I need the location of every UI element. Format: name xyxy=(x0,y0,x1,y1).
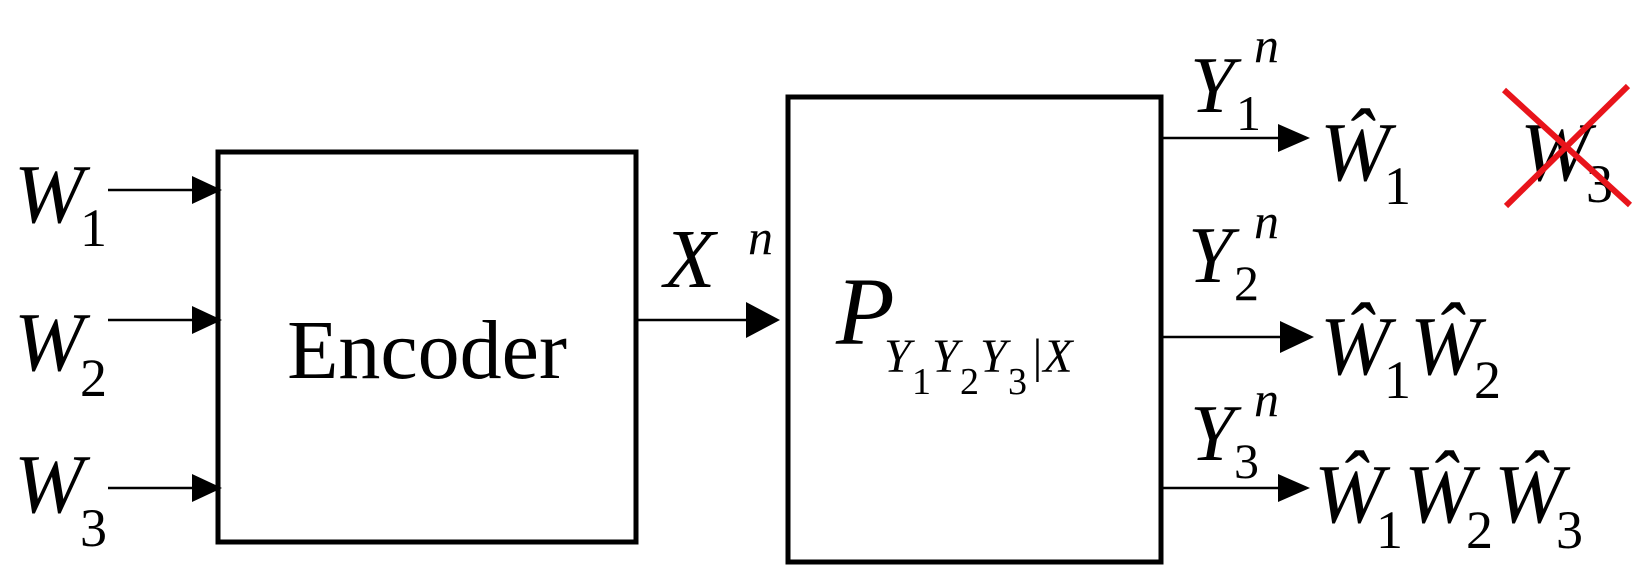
svg-text:|X: |X xyxy=(1030,330,1074,383)
input-w3: W 3 xyxy=(14,438,107,558)
svg-text:3: 3 xyxy=(80,498,107,558)
svg-text:3: 3 xyxy=(1234,433,1259,489)
svg-text:n: n xyxy=(748,209,773,265)
encoder-label: Encoder xyxy=(287,304,567,397)
svg-text:Y: Y xyxy=(932,330,963,383)
svg-text:2: 2 xyxy=(80,348,107,408)
svg-text:Y: Y xyxy=(884,330,915,383)
arrow-y2 xyxy=(1163,321,1314,353)
input-w1: W 1 xyxy=(14,148,107,258)
svg-text:X: X xyxy=(661,213,719,306)
svg-text:W: W xyxy=(14,148,91,241)
svg-text:n: n xyxy=(1254,193,1279,249)
svg-text:W: W xyxy=(14,438,91,531)
svg-text:P: P xyxy=(835,258,895,365)
input-arrows xyxy=(108,176,222,502)
svg-text:1: 1 xyxy=(1236,85,1261,141)
output-y2-label: Y 2 n xyxy=(1188,193,1279,311)
svg-text:Ŵ: Ŵ xyxy=(1410,300,1487,393)
channel-label: P Y 1 Y 2 Y 3 |X xyxy=(835,258,1074,403)
output-y1-label: Y 1 n xyxy=(1190,17,1279,141)
arrowhead-w2 xyxy=(192,306,222,334)
svg-text:2: 2 xyxy=(960,361,979,403)
svg-text:Ŵ: Ŵ xyxy=(1320,300,1397,393)
arrowhead-w1 xyxy=(192,176,222,204)
arrow-xn xyxy=(638,302,780,338)
svg-text:2: 2 xyxy=(1474,350,1501,410)
svg-text:Ŵ: Ŵ xyxy=(1404,448,1481,541)
decoded-y1: Ŵ 1 xyxy=(1320,106,1411,216)
svg-text:1: 1 xyxy=(1376,500,1403,560)
arrowhead-w3 xyxy=(192,474,222,502)
svg-text:1: 1 xyxy=(80,198,107,258)
channel-box xyxy=(785,94,1164,565)
svg-text:Y: Y xyxy=(1190,42,1242,130)
decoded-y3: Ŵ 1 Ŵ 2 Ŵ 3 xyxy=(1314,448,1583,560)
svg-text:n: n xyxy=(1254,17,1279,73)
svg-text:Ŵ: Ŵ xyxy=(1320,106,1397,199)
arrow-y3 xyxy=(1161,474,1310,502)
svg-text:Ŵ: Ŵ xyxy=(1314,448,1391,541)
svg-text:3: 3 xyxy=(1008,361,1027,403)
cross-line-2 xyxy=(1503,83,1631,209)
svg-text:n: n xyxy=(1254,371,1279,427)
output-y3-label: Y 3 n xyxy=(1190,371,1279,489)
svg-text:W: W xyxy=(14,296,91,389)
crossed-w3: W 3 xyxy=(1501,83,1633,214)
svg-text:2: 2 xyxy=(1234,255,1259,311)
svg-text:Y: Y xyxy=(1190,390,1242,478)
svg-text:Y: Y xyxy=(1188,212,1240,300)
svg-text:Y: Y xyxy=(980,330,1011,383)
svg-text:Ŵ: Ŵ xyxy=(1494,448,1571,541)
arrow-y1 xyxy=(1161,124,1310,152)
svg-text:1: 1 xyxy=(912,361,931,403)
svg-text:1: 1 xyxy=(1384,350,1411,410)
encoder-box xyxy=(215,149,639,545)
svg-text:2: 2 xyxy=(1466,500,1493,560)
decoded-y2: Ŵ 1 Ŵ 2 xyxy=(1320,300,1501,410)
svg-text:1: 1 xyxy=(1384,156,1411,216)
svg-text:3: 3 xyxy=(1556,500,1583,560)
input-w2: W 2 xyxy=(14,296,107,408)
channel-input-label: X n xyxy=(661,209,773,306)
